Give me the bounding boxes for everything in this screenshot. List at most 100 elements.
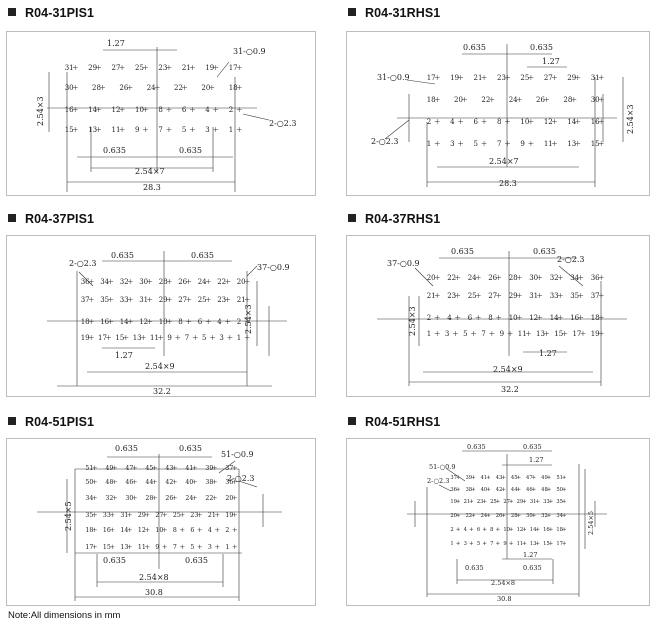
pin-hole-marker bbox=[544, 97, 549, 102]
pin-hole-marker bbox=[210, 335, 215, 340]
pin-hole-marker bbox=[562, 513, 566, 517]
pin-number: 21 bbox=[182, 64, 191, 72]
pin-hole-marker bbox=[509, 527, 513, 531]
overall-label: 28.3 bbox=[143, 183, 161, 192]
pin-hole-marker bbox=[501, 487, 506, 491]
pin-number: 4 bbox=[447, 314, 452, 322]
pin-hole-marker bbox=[175, 335, 181, 340]
pin-hole-marker bbox=[434, 97, 440, 102]
pin-number: 31 bbox=[139, 296, 148, 304]
pin-hole-marker bbox=[205, 319, 211, 324]
pin-number: 14 bbox=[120, 527, 128, 534]
pin-number: 11 bbox=[150, 334, 159, 342]
pin-number: 7 bbox=[158, 126, 162, 134]
outline-lines bbox=[377, 251, 627, 386]
pin-hole-marker bbox=[598, 331, 604, 336]
pin-number: 15 bbox=[65, 126, 74, 134]
pin-hole-marker bbox=[162, 512, 167, 517]
pin-number: 23 bbox=[158, 64, 167, 72]
pin-hole-marker bbox=[507, 331, 513, 336]
pin-hole-marker bbox=[522, 541, 527, 545]
pin-hole-marker bbox=[166, 297, 172, 302]
pin-hole-marker bbox=[232, 544, 237, 549]
pin-hole-marker bbox=[132, 479, 137, 484]
pin-number: 15 bbox=[103, 544, 111, 551]
pin-number: 17 bbox=[427, 74, 436, 82]
pin-hole-marker bbox=[143, 65, 148, 70]
mount-holes-label: 2-○2.3 bbox=[427, 477, 449, 485]
bullet-square-icon bbox=[348, 417, 356, 425]
pin-hole-marker bbox=[140, 335, 146, 340]
pin-hole-marker bbox=[108, 297, 114, 302]
pin-number: 1 bbox=[229, 126, 233, 134]
pin-hole-marker bbox=[489, 97, 495, 102]
holes-label: 37-○0.9 bbox=[257, 263, 290, 272]
pin-hole-marker bbox=[505, 141, 510, 146]
pin-hole-marker bbox=[547, 487, 551, 491]
pin-hole-marker bbox=[535, 541, 540, 545]
pin-number: 30 bbox=[526, 513, 533, 519]
pin-number: 24 bbox=[198, 278, 207, 286]
holes-label: 37-○0.9 bbox=[387, 259, 420, 268]
pin-hole-marker bbox=[92, 512, 97, 517]
pin-hole-marker bbox=[119, 65, 125, 70]
pin-number: 25 bbox=[173, 512, 181, 519]
pin-hole-marker bbox=[557, 275, 563, 280]
top-right-offset-label: 0.635 bbox=[179, 444, 202, 453]
pin-hole-marker bbox=[215, 544, 220, 549]
pin-hole-marker bbox=[456, 513, 460, 517]
pin-hole-marker bbox=[496, 275, 502, 280]
pin-hole-marker bbox=[562, 527, 566, 531]
pin-number: 2 bbox=[427, 314, 431, 322]
pin-number: 31 bbox=[120, 512, 128, 519]
pin-number: 2 bbox=[427, 118, 431, 126]
pin-number: 17 bbox=[572, 330, 581, 338]
pitch-label: 1.27 bbox=[539, 349, 557, 358]
top-left-offset-label: 0.635 bbox=[463, 43, 486, 52]
pin-hole-marker bbox=[575, 75, 581, 80]
pin-hole-marker bbox=[189, 107, 195, 112]
pin-hole-marker bbox=[456, 527, 460, 531]
holes-label: 31-○0.9 bbox=[233, 47, 266, 56]
pin-hole-marker bbox=[537, 315, 543, 320]
pin-hole-marker bbox=[197, 544, 202, 549]
pin-hole-marker bbox=[434, 293, 440, 298]
pin-number: 10 bbox=[135, 106, 144, 114]
pin-number: 1 bbox=[427, 140, 431, 148]
pin-number: 26 bbox=[536, 96, 545, 104]
pin-number: 3 bbox=[445, 330, 449, 338]
pin-hole-marker bbox=[88, 319, 94, 324]
pin-hole-marker bbox=[154, 85, 160, 90]
span-label: 2.54×8 bbox=[491, 579, 515, 587]
pin-number: 23 bbox=[477, 499, 484, 505]
pin-number: 36 bbox=[81, 278, 90, 286]
pin-hole-marker bbox=[562, 499, 566, 503]
pin-hole-marker bbox=[434, 119, 440, 124]
pin-hole-marker bbox=[162, 527, 167, 532]
pin-number: 6 bbox=[198, 318, 203, 326]
top-right-offset-label: 0.635 bbox=[533, 247, 556, 256]
pin-hole-marker bbox=[598, 97, 604, 102]
bullet-square-icon bbox=[8, 214, 16, 222]
pin-hole-marker bbox=[147, 279, 153, 284]
pin-number: 11 bbox=[544, 140, 553, 148]
pin-hole-marker bbox=[469, 541, 474, 545]
pin-number: 4 bbox=[208, 527, 212, 534]
pin-number: 26 bbox=[119, 84, 128, 92]
pin-hole-marker bbox=[209, 85, 215, 90]
pin-number: 17 bbox=[556, 541, 563, 547]
pin-number: 15 bbox=[115, 334, 124, 342]
pin-number: 17 bbox=[98, 334, 107, 342]
pin-hole-marker bbox=[532, 487, 536, 491]
overall-label: 30.8 bbox=[145, 588, 163, 597]
pin-hole-marker bbox=[532, 513, 536, 517]
pin-number: 23 bbox=[190, 512, 198, 519]
pin-hole-marker bbox=[212, 465, 217, 470]
pin-number: 24 bbox=[481, 513, 488, 519]
pin-number: 44 bbox=[511, 487, 518, 493]
